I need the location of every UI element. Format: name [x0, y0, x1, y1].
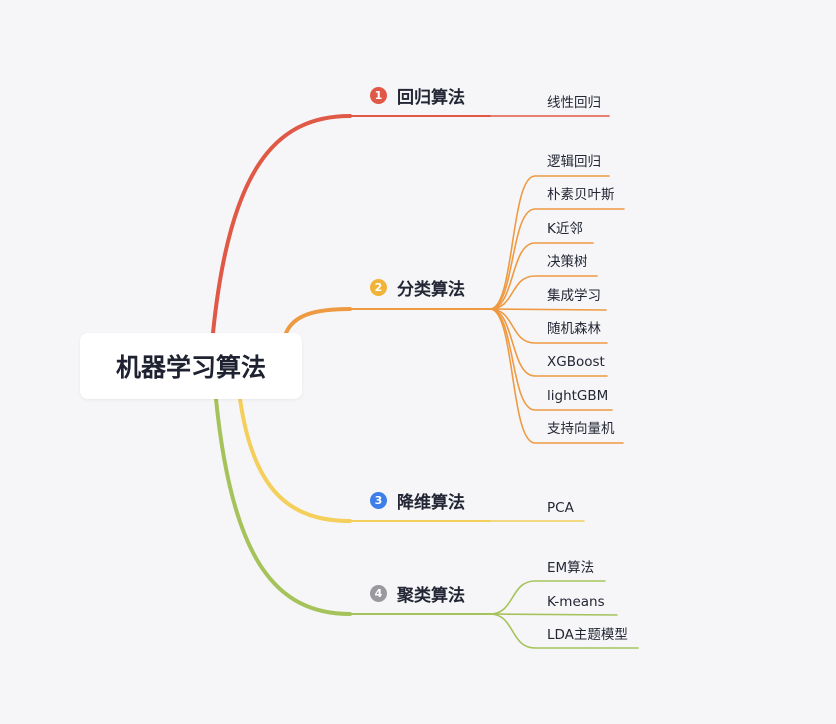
leaf-node[interactable]: 决策树: [547, 254, 588, 270]
branch-label: 降维算法: [397, 492, 465, 513]
connector-line: [284, 307, 352, 335]
leaf-node[interactable]: K近邻: [547, 221, 583, 237]
leaf-node[interactable]: 线性回归: [547, 95, 601, 111]
connector-line: [489, 308, 608, 344]
root-node[interactable]: 机器学习算法: [80, 333, 302, 399]
connector-line: [489, 613, 639, 649]
leaf-node[interactable]: 支持向量机: [547, 421, 615, 437]
branch-dimensionality-reduction[interactable]: 3 降维算法: [370, 487, 465, 513]
connector-line: [489, 275, 598, 310]
connector-line: [489, 580, 606, 615]
leaf-node[interactable]: 集成学习: [547, 288, 601, 304]
leaf-node[interactable]: 随机森林: [547, 321, 601, 337]
branch-classification[interactable]: 2 分类算法: [370, 274, 465, 300]
connector-line: [211, 114, 352, 335]
connector-line: [489, 613, 618, 616]
branch-label: 回归算法: [397, 87, 465, 108]
branch-label: 聚类算法: [397, 585, 465, 606]
branch-clustering[interactable]: 4 聚类算法: [370, 580, 465, 606]
leaf-node[interactable]: 朴素贝叶斯: [547, 187, 615, 203]
root-label: 机器学习算法: [115, 353, 266, 382]
connector-line: [489, 308, 624, 444]
badge-number-3: 3: [370, 491, 387, 509]
badge-number-2: 2: [370, 278, 387, 296]
badge-number-4: 4: [370, 584, 387, 602]
leaf-node[interactable]: LDA主题模型: [547, 627, 628, 643]
connector-line: [238, 397, 352, 523]
leaf-node[interactable]: PCA: [547, 500, 574, 516]
leaf-node[interactable]: XGBoost: [547, 354, 605, 370]
leaf-node[interactable]: 逻辑回归: [547, 154, 601, 170]
connector-line: [489, 208, 625, 310]
connector-line: [489, 242, 594, 310]
leaf-node[interactable]: lightGBM: [547, 388, 609, 404]
branch-regression[interactable]: 1 回归算法: [370, 82, 465, 108]
leaf-node[interactable]: K-means: [547, 594, 605, 610]
branch-label: 分类算法: [397, 279, 465, 300]
leaf-node[interactable]: EM算法: [547, 560, 595, 576]
connector-line: [489, 308, 607, 311]
connector-line: [214, 397, 352, 616]
badge-number-1: 1: [370, 86, 387, 104]
connector-line: [489, 175, 610, 310]
